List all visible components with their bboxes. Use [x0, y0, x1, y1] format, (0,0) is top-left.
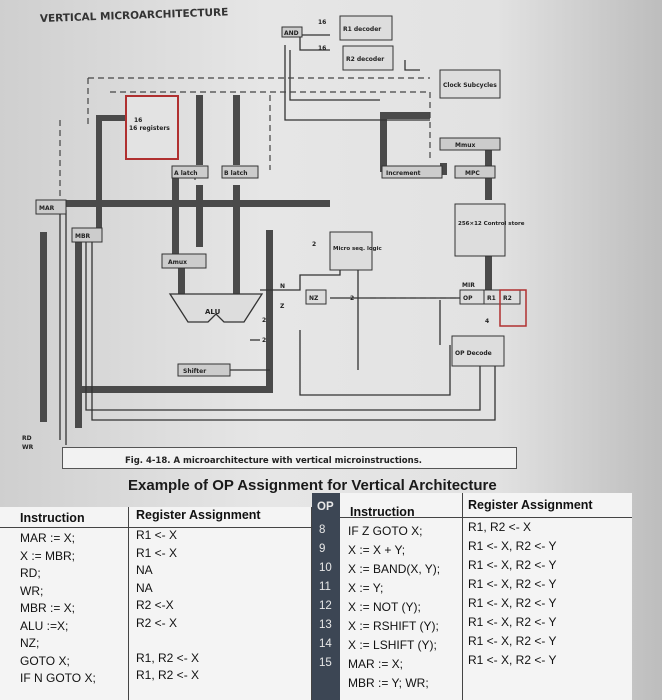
right-row-op: 9 [319, 543, 326, 555]
right-row-op: 11 [319, 581, 331, 593]
label-r1-decoder: R1 decoder [343, 26, 381, 33]
label-registers: 16 registers [129, 125, 170, 132]
right-row-instruction: X := BAND(X, Y); [348, 562, 441, 576]
right-row-op: 12 [319, 600, 332, 612]
right-op-table: OP Instruction Register Assignment 8 IF Z… [312, 493, 632, 700]
left-row-instruction: WR; [20, 583, 44, 598]
label-r2-decoder: R2 decoder [346, 56, 384, 63]
label-control-store: 256×12 Control store [458, 221, 525, 227]
right-row-register: R1 <- X, R2 <- Y [468, 634, 557, 648]
label-clock: Clock Subcycles [443, 82, 497, 89]
label-mir: MIR [462, 282, 475, 289]
right-row-op: 8 [319, 524, 326, 536]
right-row-op: 15 [319, 657, 332, 669]
label-z: Z [280, 303, 285, 310]
label-nz: NZ [309, 295, 319, 302]
label-op-decode: OP Decode [455, 350, 492, 357]
label-op: OP [463, 295, 473, 302]
caption-box [62, 447, 517, 469]
table-title: Example of OP Assignment for Vertical Ar… [128, 477, 497, 494]
figure-caption: Fig. 4-18. A microarchitecture with vert… [125, 456, 422, 466]
right-row-instruction: X := LSHIFT (Y); [348, 638, 437, 652]
label-16b: 16 [318, 45, 326, 52]
diagram-labels: AND R1 decoder R2 decoder Clock Subcycle… [22, 19, 525, 451]
left-row-register: R2 <-X [136, 598, 174, 612]
left-row-register: R1, R2 <- X [136, 650, 200, 665]
label-mbr: MBR [75, 233, 91, 240]
label-mmux: Mmux [455, 142, 475, 149]
right-row-instruction: X := Y; [348, 581, 384, 595]
label-a-latch: A latch [174, 170, 198, 177]
right-row-register: R1 <- X, R2 <- Y [468, 577, 557, 591]
left-row-register: NA [136, 563, 153, 577]
right-row-register: R1 <- X, R2 <- Y [468, 615, 557, 629]
label-2d: 2 [262, 337, 266, 344]
left-row-instruction: MAR := X; [20, 531, 76, 545]
left-header-instruction: Instruction [20, 511, 85, 525]
label-wr: WR [22, 444, 34, 451]
left-row-register: R1, R2 <- X [136, 668, 200, 682]
data-paths [40, 95, 492, 428]
label-and: AND [284, 30, 299, 37]
label-increment: Increment [386, 170, 421, 177]
diagram-boxes [35, 15, 527, 377]
right-header-instruction: Instruction [350, 505, 415, 519]
label-2a: 2 [312, 241, 316, 248]
left-row-register: R1 <- X [136, 545, 178, 560]
diagram-title: VERTICAL MICROARCHITECTURE [40, 6, 229, 25]
label-n: N [280, 283, 285, 290]
label-r2: R2 [503, 295, 512, 302]
label-2c: 2 [262, 317, 266, 324]
left-row-instruction: GOTO X; [20, 653, 70, 668]
right-row-instruction: MAR := X; [348, 657, 404, 671]
left-row-register: NA [136, 580, 153, 595]
label-b-latch: B latch [224, 170, 247, 177]
left-row-instruction: MBR := X; [20, 601, 76, 615]
label-alu: ALU [205, 308, 221, 316]
label-rd: RD [22, 435, 32, 442]
left-row-instruction: X := MBR; [20, 548, 76, 563]
label-16c: 16 [134, 117, 142, 124]
label-r1: R1 [487, 295, 496, 302]
left-row-register: R2 <- X [136, 615, 178, 630]
label-micro-seq: Micro seq. logic [333, 246, 382, 252]
right-row-instruction: IF Z GOTO X; [348, 524, 423, 538]
control-lines [59, 34, 496, 445]
left-op-table: Instruction Register Assignment MAR := X… [0, 507, 312, 700]
label-mpc: MPC [465, 170, 480, 177]
right-row-instruction: X := NOT (Y); [348, 600, 421, 614]
right-row-instruction: X := RSHIFT (Y); [348, 619, 439, 633]
left-row-instruction: RD; [20, 566, 41, 580]
label-mar: MAR [39, 205, 55, 212]
label-16a: 16 [318, 19, 326, 26]
right-row-register: R1 <- X, R2 <- Y [468, 653, 557, 667]
right-row-instruction: MBR := Y; WR; [348, 676, 429, 690]
left-row-register: R1 <- X [136, 528, 178, 542]
microarchitecture-diagram: VERTICAL MICROARCHITECTURE [22, 6, 527, 451]
label-4: 4 [485, 318, 489, 325]
right-row-register: R1 <- X, R2 <- Y [468, 596, 557, 610]
right-row-op: 10 [319, 562, 332, 574]
right-row-op: 13 [319, 619, 332, 631]
left-header-register: Register Assignment [136, 508, 261, 522]
left-row-instruction: NZ; [20, 636, 40, 650]
op-column [312, 493, 340, 700]
label-amux: Amux [168, 259, 187, 266]
dashed-clock-lines [59, 77, 460, 299]
right-row-op: 14 [319, 638, 332, 650]
label-2b: 2 [350, 295, 354, 302]
right-header-register: Register Assignment [468, 498, 593, 512]
right-row-register: R1, R2 <- X [468, 520, 532, 534]
left-row-instruction: IF N GOTO X; [20, 671, 96, 685]
right-row-register: R1 <- X, R2 <- Y [468, 558, 557, 572]
left-row-instruction: ALU :=X; [20, 618, 69, 633]
right-row-instruction: X := X + Y; [348, 543, 406, 557]
right-header-op: OP [317, 501, 334, 513]
right-row-register: R1 <- X, R2 <- Y [468, 539, 557, 553]
label-shifter: Shifter [183, 368, 206, 375]
